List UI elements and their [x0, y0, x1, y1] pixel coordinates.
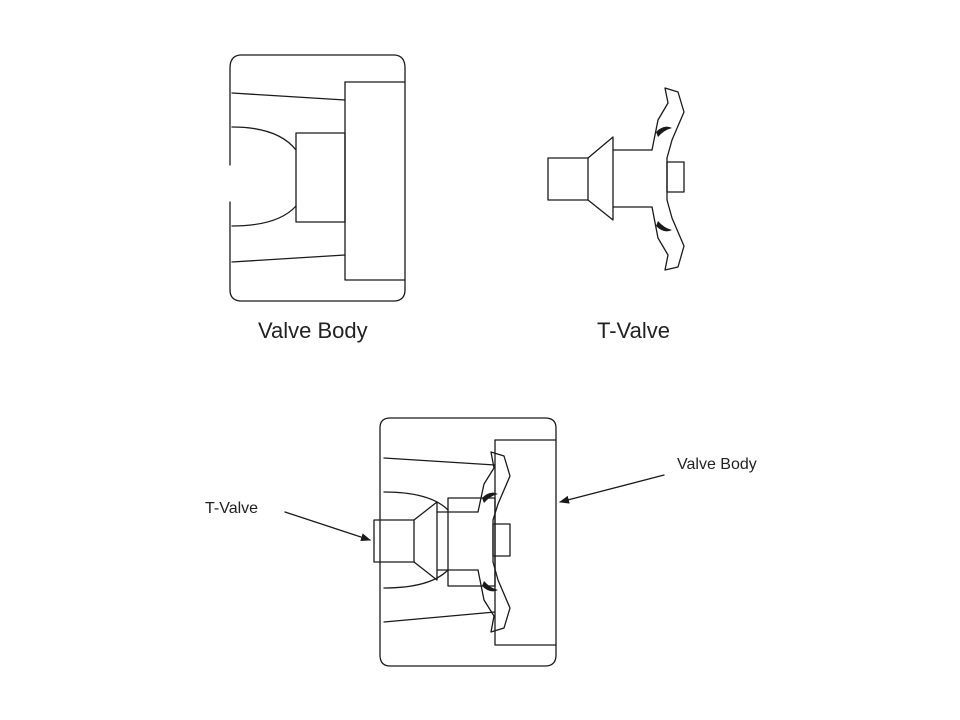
valve-body-caption: Valve Body [258, 318, 368, 343]
assembly-drawing [373, 417, 557, 667]
t-valve-caption: T-Valve [597, 318, 670, 343]
assembly-valve-body-callout: Valve Body [677, 456, 757, 473]
valve-body-drawing [229, 54, 406, 302]
t-valve-callout-arrow [284, 511, 371, 541]
assembly-t-valve-callout: T-Valve [205, 500, 259, 517]
valve-body-callout-arrow [559, 474, 665, 504]
t-valve-drawing [547, 87, 685, 271]
